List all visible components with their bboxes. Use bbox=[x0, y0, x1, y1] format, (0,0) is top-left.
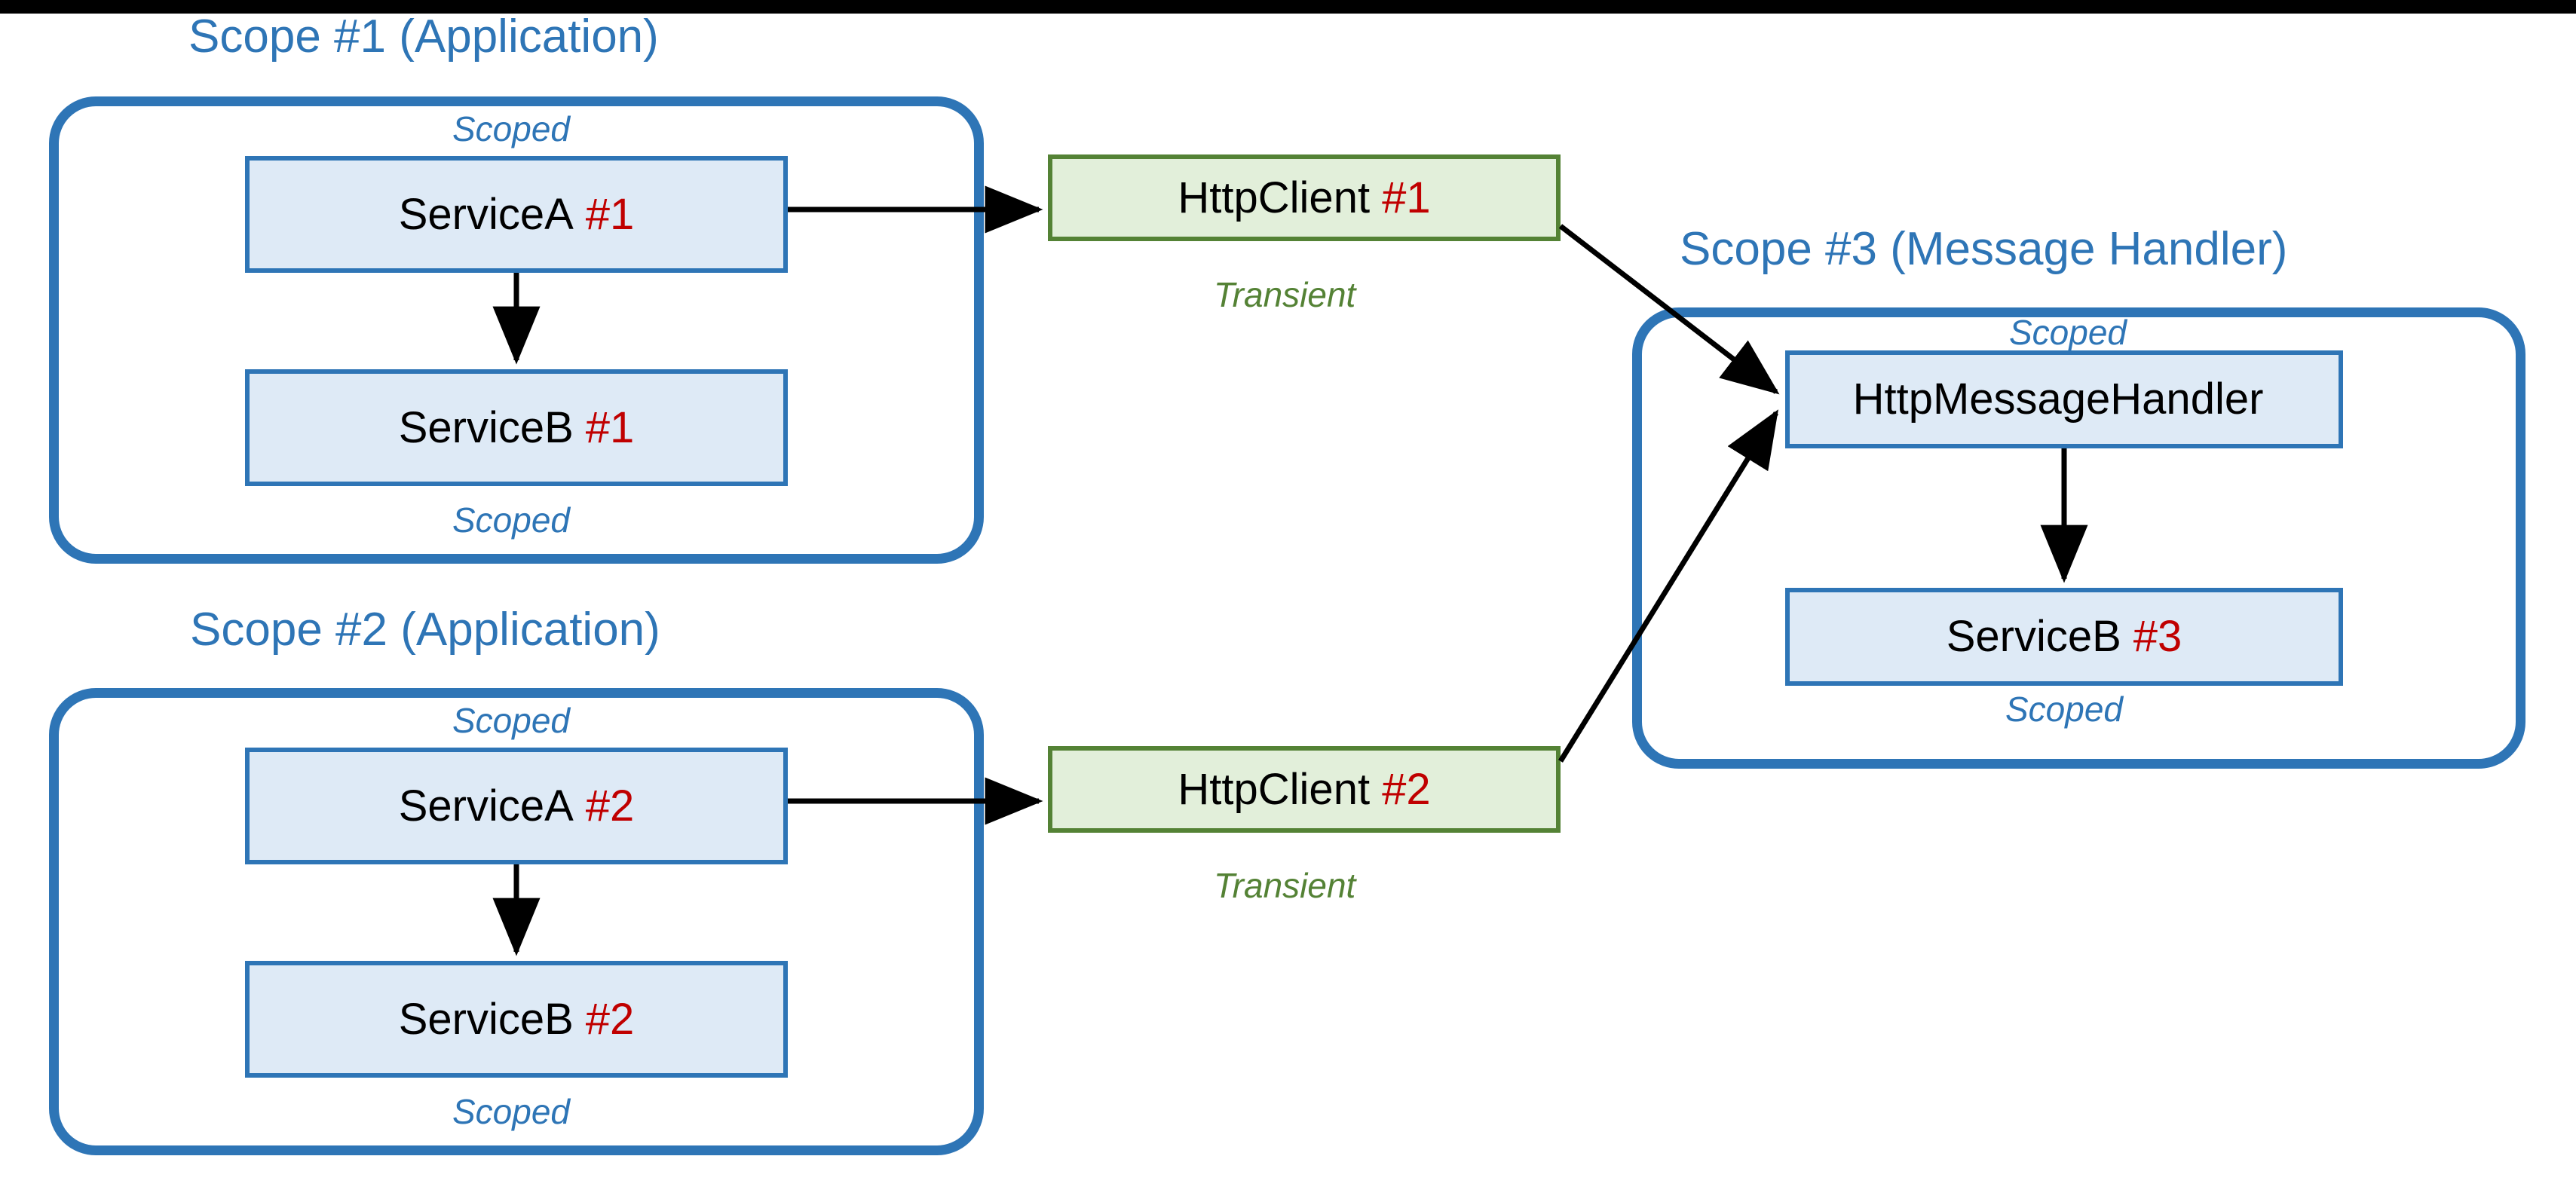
http-client-2-lifetime: Transient bbox=[1214, 866, 1356, 905]
node-http-client-1-label: HttpClient bbox=[1178, 173, 1371, 222]
http-client-1-lifetime: Transient bbox=[1214, 275, 1356, 314]
node-http-message-handler[interactable]: HttpMessageHandler bbox=[1785, 350, 2343, 448]
scope-1-title: Scope #1 (Application) bbox=[188, 11, 659, 63]
top-black-band bbox=[0, 0, 2576, 14]
node-service-b-2-number: #2 bbox=[585, 994, 635, 1044]
node-service-a-1-number: #1 bbox=[585, 189, 635, 239]
node-service-b-2[interactable]: ServiceB #2 bbox=[245, 961, 788, 1078]
node-http-client-2-number: #2 bbox=[1382, 764, 1431, 814]
scope-2-container bbox=[49, 688, 984, 1155]
node-service-b-1-label: ServiceB bbox=[398, 402, 574, 452]
node-service-a-1[interactable]: ServiceA #1 bbox=[245, 156, 788, 273]
http-message-handler-lifetime: Scoped bbox=[2009, 313, 2127, 352]
node-service-b-1-number: #1 bbox=[585, 402, 635, 452]
node-http-client-1-number: #1 bbox=[1382, 173, 1431, 222]
node-service-a-2[interactable]: ServiceA #2 bbox=[245, 748, 788, 864]
node-service-a-1-label: ServiceA bbox=[398, 189, 574, 239]
node-http-client-1[interactable]: HttpClient #1 bbox=[1048, 154, 1561, 241]
node-http-client-2-label: HttpClient bbox=[1178, 764, 1371, 814]
node-service-b-2-label: ServiceB bbox=[398, 994, 574, 1044]
node-service-a-2-number: #2 bbox=[585, 781, 635, 830]
node-http-message-handler-label: HttpMessageHandler bbox=[1852, 375, 2264, 424]
service-a-2-lifetime: Scoped bbox=[452, 701, 571, 740]
node-service-a-2-label: ServiceA bbox=[398, 781, 574, 830]
node-service-b-1[interactable]: ServiceB #1 bbox=[245, 369, 788, 486]
scope-3-title: Scope #3 (Message Handler) bbox=[1680, 223, 2288, 275]
scope-2-title: Scope #2 (Application) bbox=[190, 604, 660, 656]
node-service-b-3[interactable]: ServiceB #3 bbox=[1785, 588, 2343, 686]
service-b-2-lifetime: Scoped bbox=[452, 1092, 571, 1131]
service-a-1-lifetime: Scoped bbox=[452, 109, 571, 148]
node-service-b-3-label: ServiceB bbox=[1946, 612, 2121, 661]
node-http-client-2[interactable]: HttpClient #2 bbox=[1048, 746, 1561, 833]
service-b-1-lifetime: Scoped bbox=[452, 500, 571, 540]
node-service-b-3-number: #3 bbox=[2133, 612, 2182, 661]
scope-1-container bbox=[49, 96, 984, 564]
service-b-3-lifetime: Scoped bbox=[2005, 690, 2124, 729]
